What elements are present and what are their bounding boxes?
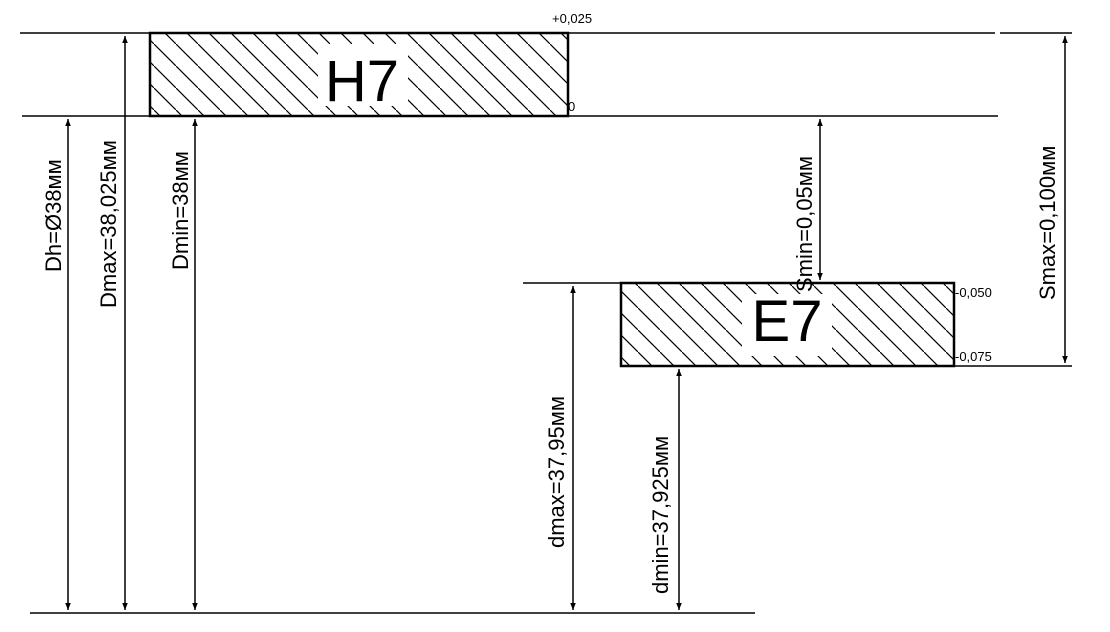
shaft-zone-label: E7 <box>752 289 823 354</box>
shaft-lower-deviation: -0,075 <box>955 349 992 364</box>
hole-zone-label-bg <box>318 44 408 106</box>
hole-zone-label: H7 <box>325 49 399 114</box>
shaft-tolerance-zone: E7 <box>619 281 956 368</box>
smin-label: Smin=0,05мм <box>792 156 817 292</box>
shaft-zone-label-bg <box>742 294 832 356</box>
hole-lower-deviation: 0 <box>568 99 575 114</box>
smax-label: Smax=0,100мм <box>1035 146 1060 300</box>
dmax-label: Dmax=38,025мм <box>96 140 121 308</box>
shaft-upper-deviation: -0,050 <box>955 285 992 300</box>
dh-label: Dh=Ø38мм <box>41 159 66 272</box>
shaft-dmax-label: dmax=37,95мм <box>544 396 569 548</box>
hole-tolerance-zone: H7 <box>148 31 570 118</box>
dmin-label: Dmin=38мм <box>168 151 193 270</box>
dimension-lines <box>65 36 1068 610</box>
hole-upper-deviation: +0,025 <box>552 11 592 26</box>
shaft-dmin-label: dmin=37,925мм <box>648 436 673 594</box>
